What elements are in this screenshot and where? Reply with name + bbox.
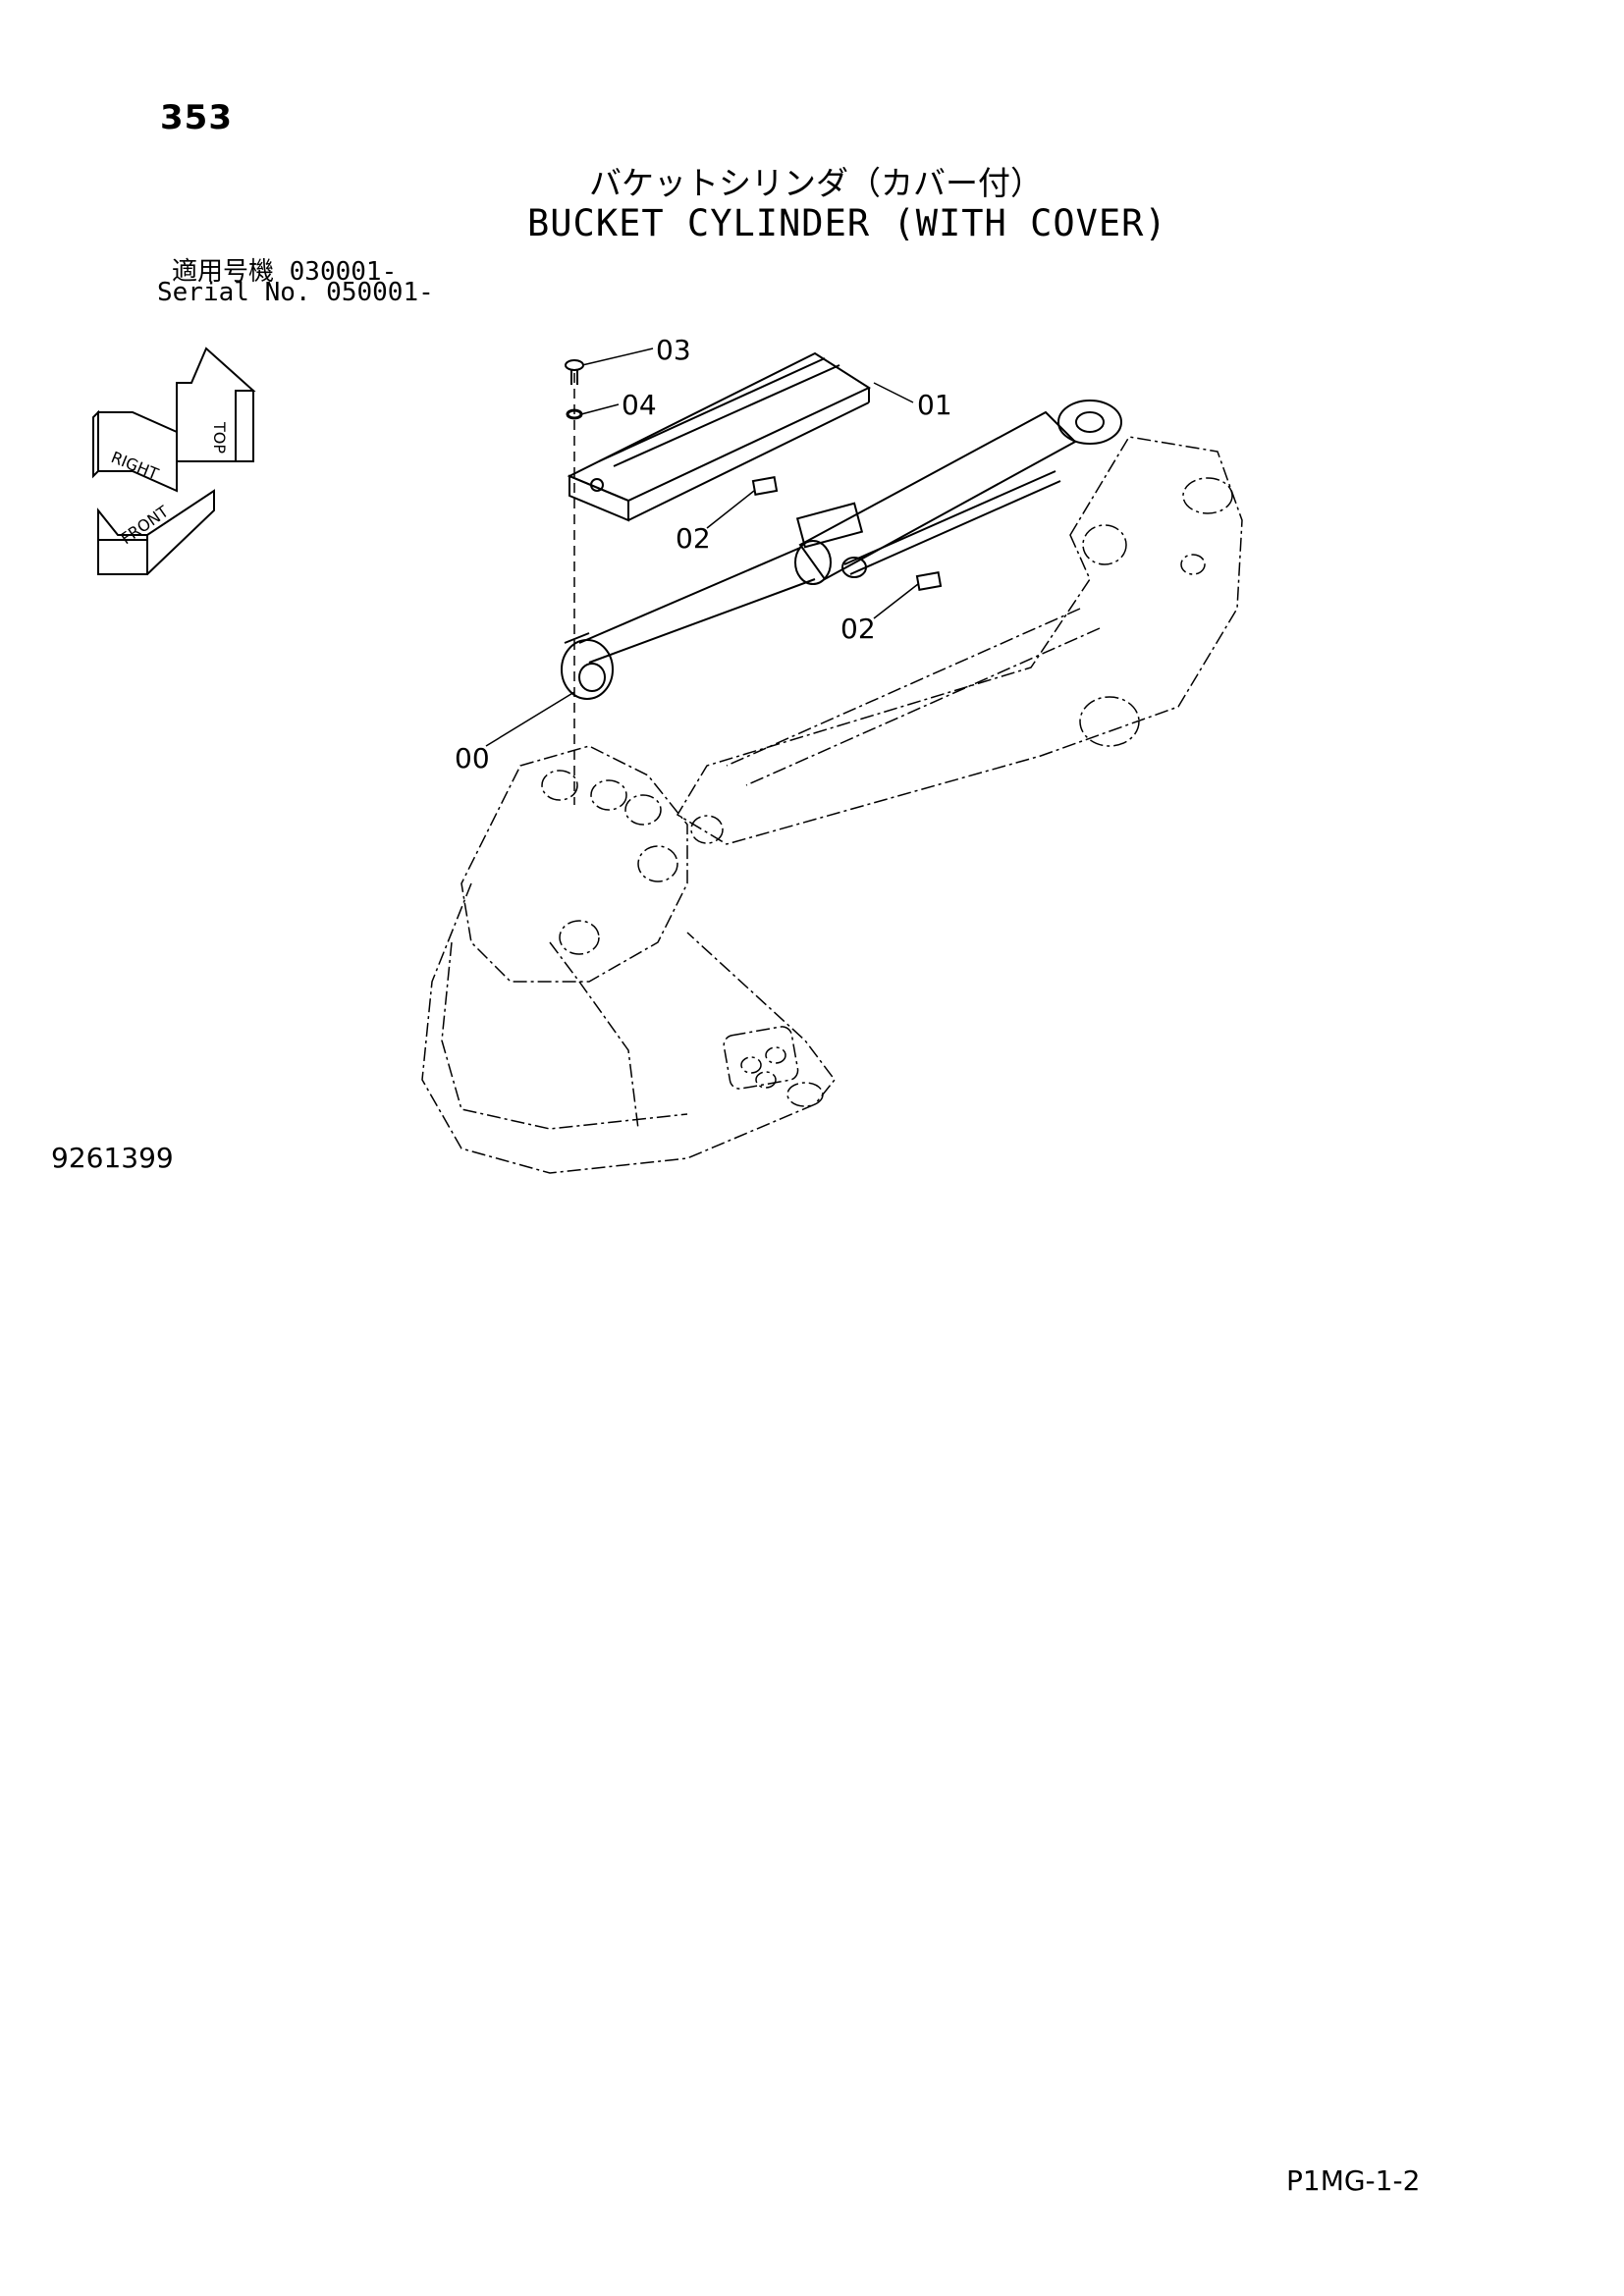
- pad: [751, 476, 779, 496]
- pad: [795, 502, 864, 549]
- cylinder-cover: [567, 351, 872, 522]
- orientation-icon: [92, 347, 256, 575]
- drawing-number: 9261399: [51, 1142, 174, 1174]
- callout-01: 01: [917, 389, 952, 421]
- arm-outline: [676, 436, 1243, 845]
- callout-03: 03: [656, 334, 691, 366]
- callout-02: 02: [840, 613, 876, 645]
- callout-00: 00: [455, 742, 490, 774]
- orientation-label-right: RIGHT: [109, 448, 162, 483]
- callout-02: 02: [676, 522, 711, 555]
- orientation-label-top: TOP: [210, 421, 229, 454]
- bucket-outline: [421, 745, 836, 1174]
- page-code: P1MG-1-2: [1286, 2164, 1421, 2197]
- page-title-japanese: バケットシリンダ（カバー付）: [589, 164, 1043, 202]
- page-title: BUCKET CYLINDER (WITH COVER): [527, 202, 1167, 244]
- leader-lines: [485, 347, 919, 805]
- serial-range: Serial No. 050001-: [157, 278, 434, 307]
- pad: [915, 571, 943, 591]
- page-number: 353: [160, 98, 233, 137]
- serial-range-japanese: 適用号機 030001-: [172, 257, 398, 287]
- bucket-cylinder: [561, 400, 1122, 700]
- callout-04: 04: [622, 389, 657, 421]
